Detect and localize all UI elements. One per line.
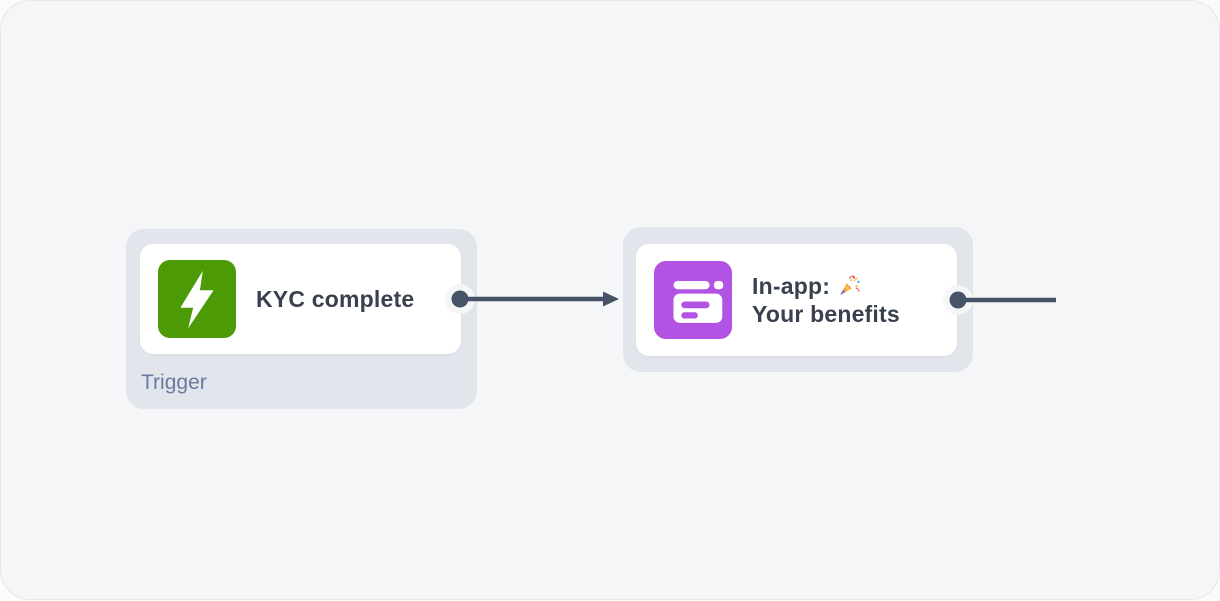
icon-topbar-dot-shape xyxy=(714,281,723,289)
in-app-card[interactable]: In-app: Your benefits xyxy=(636,244,957,356)
trigger-title: KYC complete xyxy=(256,285,414,313)
edge-trigger-to-inapp xyxy=(460,292,619,307)
confetti-streamer xyxy=(856,288,859,291)
in-app-message-icon xyxy=(654,261,732,339)
trigger-type-label: Trigger xyxy=(141,371,207,395)
lightning-bolt-glyph xyxy=(158,260,236,338)
lightning-bolt-icon xyxy=(158,260,236,338)
icon-text-line2-shape xyxy=(681,312,698,318)
confetti-dot xyxy=(850,279,852,281)
in-app-message-glyph xyxy=(654,261,732,339)
lightning-bolt-shape xyxy=(180,271,213,329)
in-app-title-line2: Your benefits xyxy=(752,300,900,328)
icon-text-line1-shape xyxy=(681,301,709,308)
trigger-card[interactable]: KYC complete xyxy=(140,244,461,354)
node-in-app-message[interactable]: In-app: Your benefits xyxy=(623,227,973,372)
party-popper-emoji xyxy=(837,274,862,297)
icon-message-card-shape xyxy=(674,294,723,323)
edge-arrowhead-icon xyxy=(603,292,619,307)
confetti-square xyxy=(855,285,858,288)
in-app-title: In-app: Your benefits xyxy=(752,272,900,328)
node-trigger[interactable]: KYC complete Trigger xyxy=(126,229,477,409)
confetti-dot xyxy=(857,281,859,283)
in-app-title-line1: In-app: xyxy=(752,273,830,299)
icon-topbar-shape xyxy=(674,281,710,289)
in-app-title-line1-row: In-app: xyxy=(752,272,900,300)
